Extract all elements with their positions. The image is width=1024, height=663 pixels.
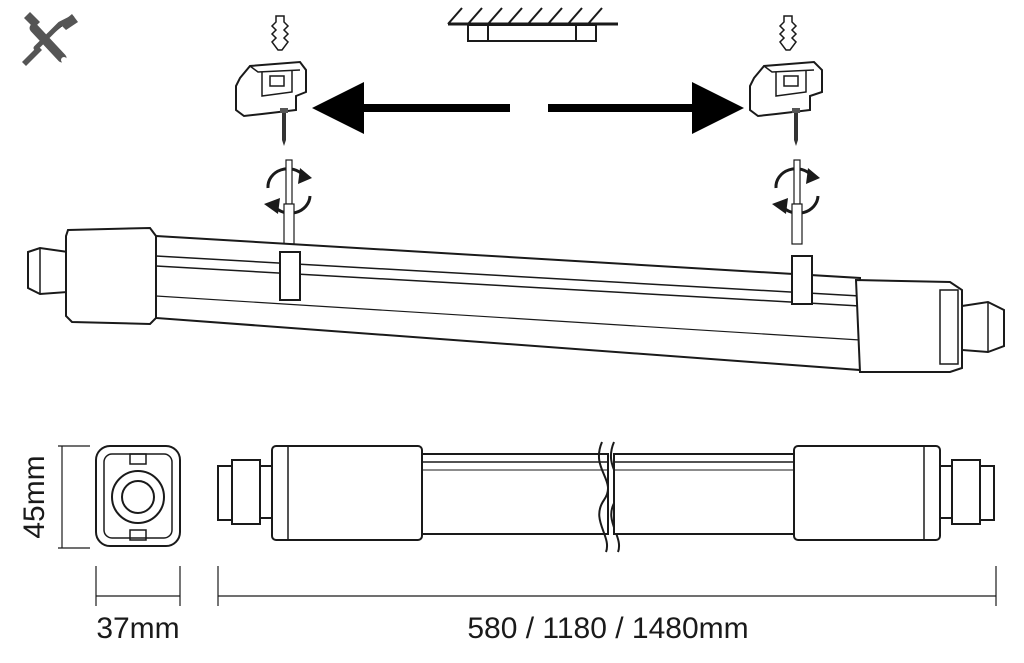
rotate-arrows-icon — [772, 159, 820, 245]
width-dimension-label: 37mm — [96, 612, 179, 645]
arrow-right-icon — [548, 82, 744, 134]
luminaire-perspective — [27, 226, 1005, 373]
mounting-clip-right — [749, 15, 823, 146]
length-dimension-label: 580 / 1180 / 1480mm — [467, 612, 748, 645]
ceiling-mount-icon — [447, 7, 618, 42]
dimension-lines — [58, 445, 997, 606]
height-dimension-label: 45mm — [18, 455, 51, 538]
cross-section-view — [95, 445, 181, 547]
wrench-screwdriver-icon — [22, 12, 78, 66]
rotate-arrows-icon — [264, 159, 312, 245]
front-view — [217, 441, 995, 553]
mounting-clip-left — [235, 15, 307, 146]
arrow-left-icon — [312, 82, 510, 134]
